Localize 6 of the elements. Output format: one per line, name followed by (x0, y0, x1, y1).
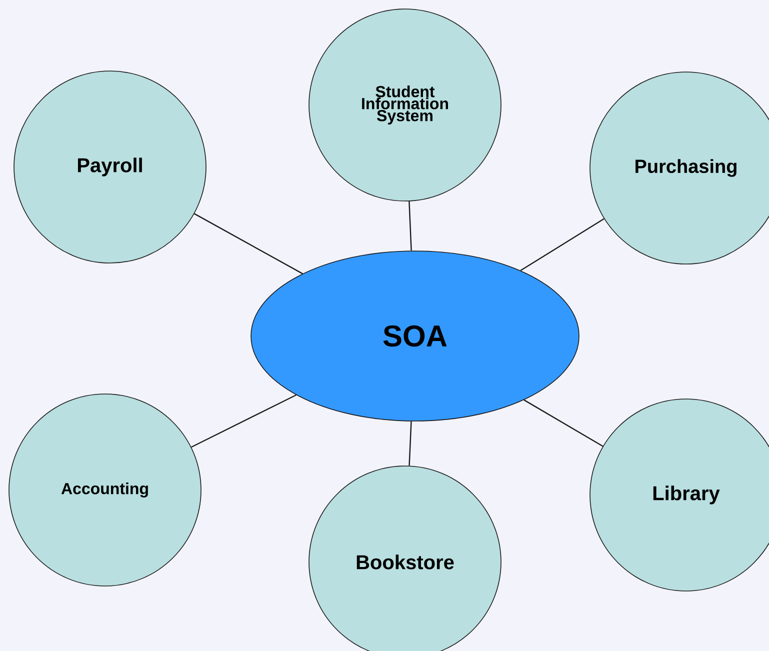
connector-line (191, 394, 296, 448)
connector-line (520, 218, 604, 272)
connector-line (194, 213, 303, 274)
connector-line (524, 399, 604, 447)
connector-line (408, 421, 412, 466)
connector-line (408, 201, 412, 251)
